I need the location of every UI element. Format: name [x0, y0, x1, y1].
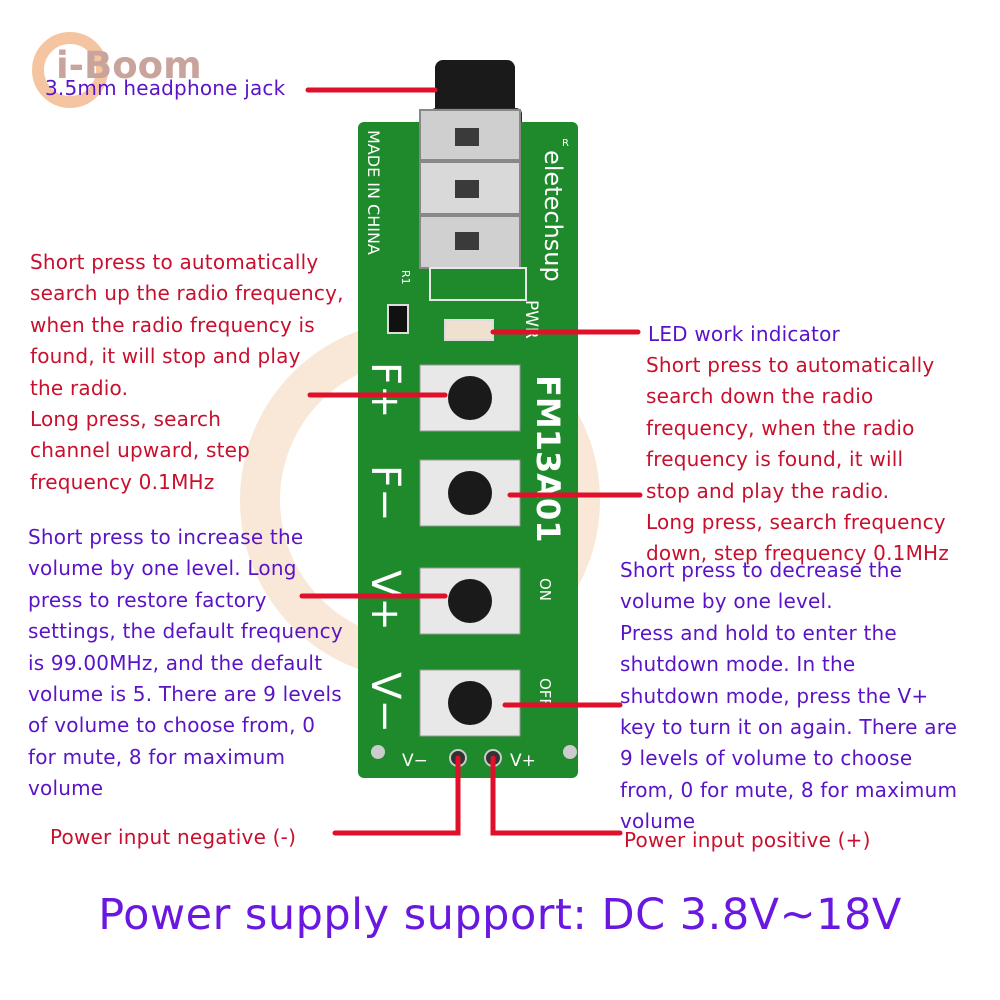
silk-v-plus: V+ [362, 570, 408, 631]
power-supply-banner: Power supply support: DC 3.8V~18V [98, 890, 902, 940]
silk-v-minus: V− [362, 672, 408, 733]
label-f-minus-description: Short press to automatically search down… [646, 353, 949, 566]
jack-housing [419, 109, 527, 301]
silk-pin-negative: V− [402, 751, 428, 771]
resistor-r1 [387, 304, 409, 334]
pcb-body [358, 122, 578, 778]
label-led-indicator: LED work indicator [648, 322, 840, 346]
label-v-minus-description: Short press to decrease the volume by on… [620, 558, 958, 834]
label-headphone-jack: 3.5mm headphone jack [45, 76, 286, 100]
silk-maker: eletechsup [539, 150, 567, 282]
brand-logo-text: i-Boom [56, 44, 202, 87]
leader-power-negative [332, 755, 461, 836]
silk-on: ON [536, 578, 554, 601]
silk-pwr: PWR [521, 300, 541, 339]
leader-power-positive [490, 755, 623, 836]
silk-f-plus: F+ [362, 362, 408, 419]
button-f-plus [419, 364, 521, 432]
pin-hole [371, 745, 385, 759]
silk-f-minus: F− [362, 465, 408, 522]
button-v-plus [419, 567, 521, 635]
label-v-plus-description: Short press to increase the volume by on… [28, 525, 343, 801]
label-power-positive: Power input positive (+) [624, 828, 871, 852]
silk-pin-positive: V+ [510, 751, 536, 771]
label-f-plus-description: Short press to automatically search up t… [30, 250, 344, 494]
silk-model: FM13A01 [529, 375, 567, 543]
button-f-minus [419, 459, 521, 527]
silk-r1: R1 [399, 270, 412, 285]
button-v-minus [419, 669, 521, 737]
silk-off: OFF [536, 678, 554, 707]
silk-registered: R [562, 138, 569, 149]
silk-origin: MADE IN CHINA [364, 130, 383, 255]
pin-hole [563, 745, 577, 759]
label-power-negative: Power input negative (-) [50, 825, 297, 849]
